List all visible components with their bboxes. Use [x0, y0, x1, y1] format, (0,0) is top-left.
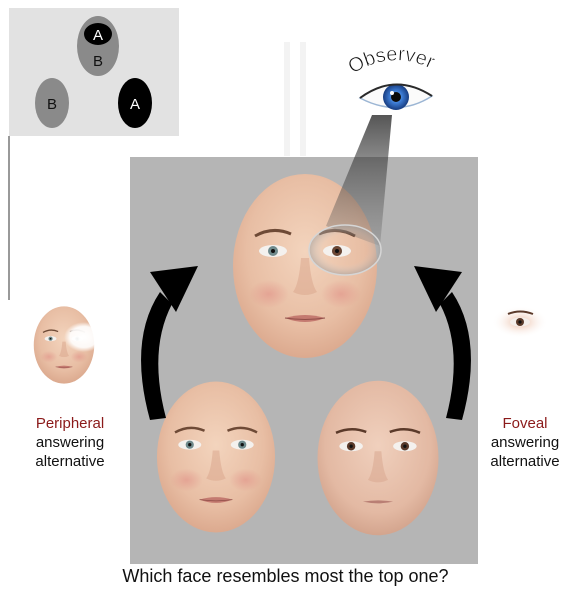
peripheral-label-line2: answering — [16, 433, 124, 452]
foveal-label-accent: Foveal — [480, 414, 570, 433]
eye-icon — [360, 84, 432, 110]
peripheral-label: Peripheral answering alternative — [16, 414, 124, 471]
gaze-spot — [309, 225, 381, 275]
observer-label: Observer — [345, 43, 439, 78]
foveal-cue-eye — [492, 306, 548, 338]
foveal-label-line2: answering — [480, 433, 570, 452]
peripheral-cue-face — [34, 306, 104, 383]
schematic-right-label: A — [130, 96, 140, 113]
schematic-top-outer-label: B — [93, 53, 103, 70]
foveal-label: Foveal answering alternative — [480, 414, 570, 471]
peripheral-label-accent: Peripheral — [16, 414, 124, 433]
question-text: Which face resembles most the top one? — [0, 566, 571, 587]
peripheral-alternative-face — [157, 382, 275, 533]
foveal-label-line3: alternative — [480, 452, 570, 471]
peripheral-label-line3: alternative — [16, 452, 124, 471]
schematic-left-label: B — [47, 96, 57, 113]
schematic-top-inner-label: A — [93, 27, 103, 44]
foveal-alternative-face — [318, 381, 439, 536]
